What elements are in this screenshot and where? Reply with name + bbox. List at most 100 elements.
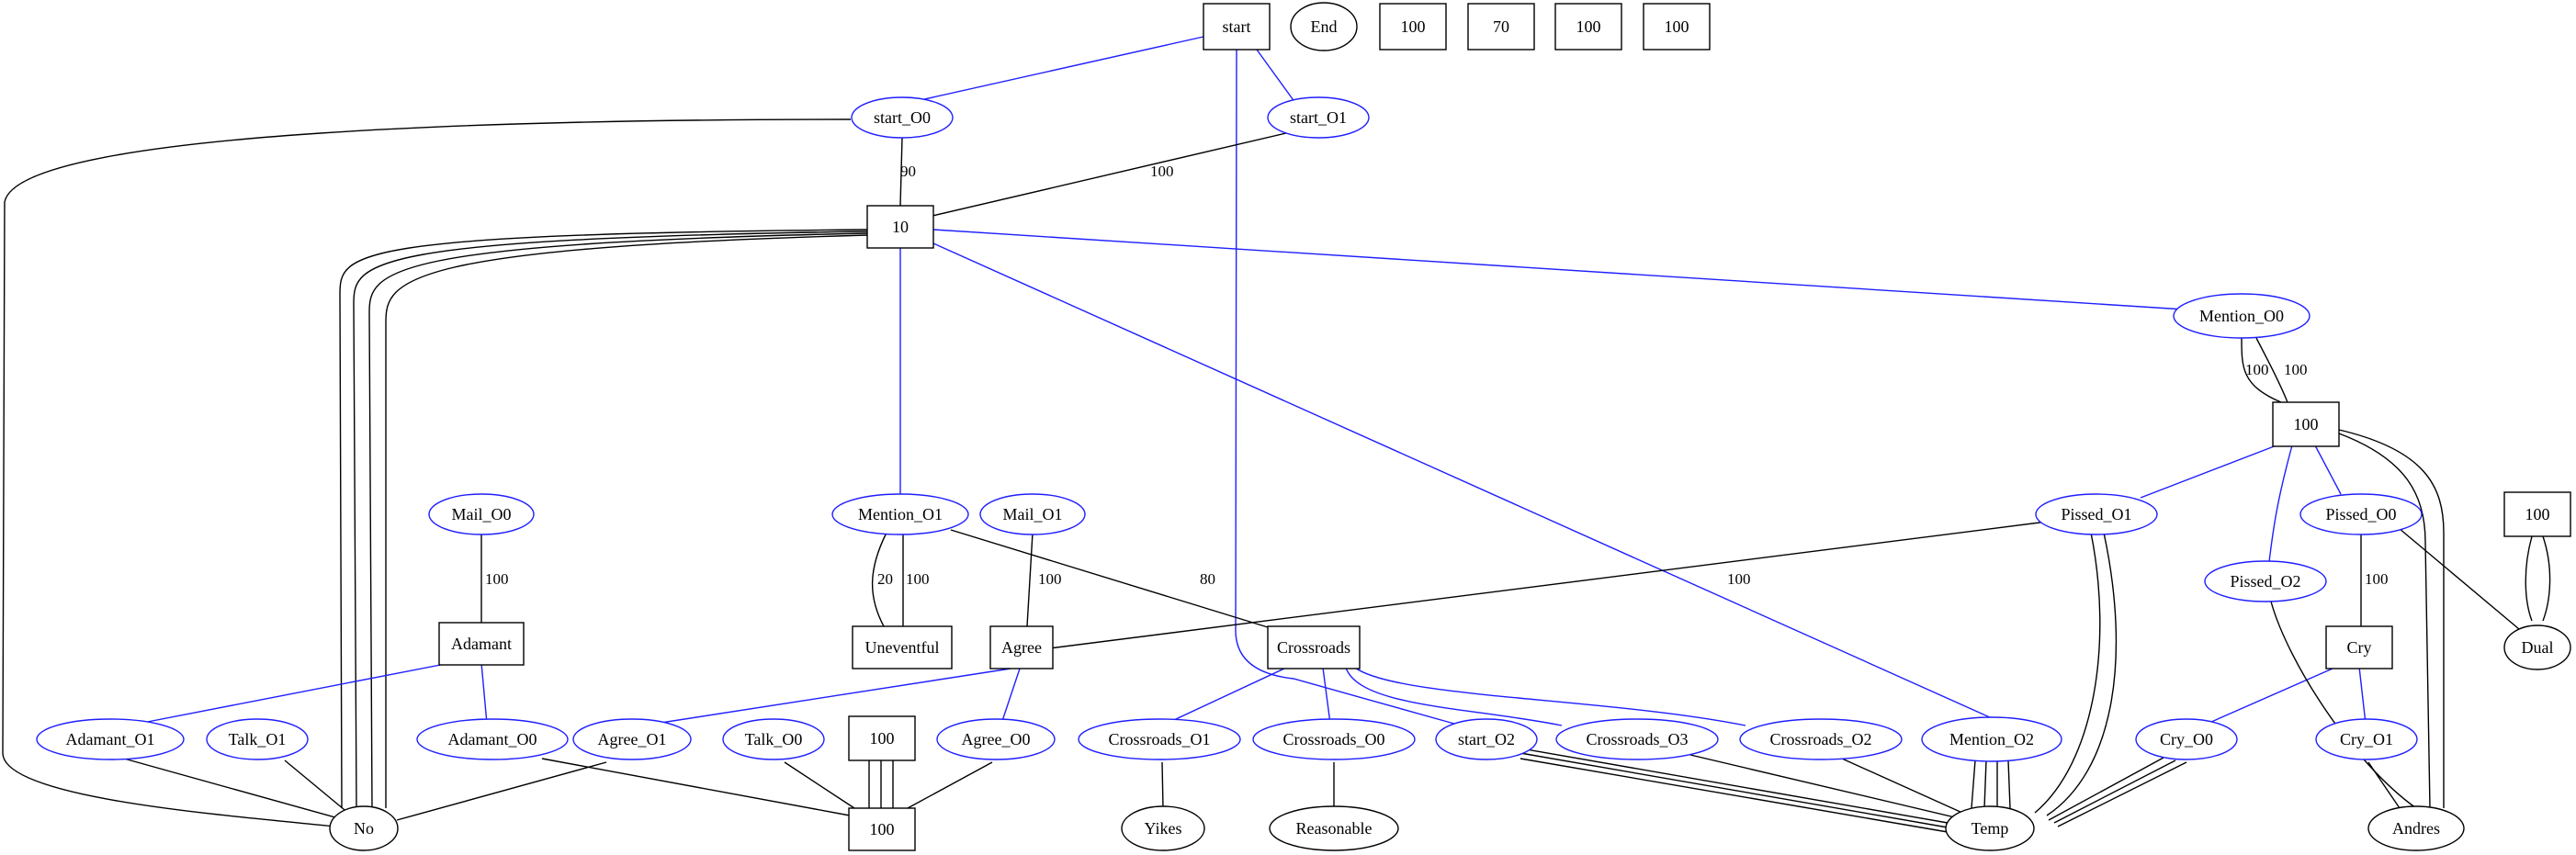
- node-100b-label: 100: [1576, 17, 1601, 36]
- node-adamant-O1-label: Adamant_O1: [66, 730, 155, 748]
- edges: [2, 36, 2551, 833]
- node-no: No: [329, 805, 399, 851]
- node-andres-label: Andres: [2392, 819, 2440, 838]
- edge-label-pissed-O1-agree: 100: [1727, 570, 1751, 588]
- node-adamant-O0: Adamant_O0: [416, 718, 569, 760]
- edge-crossroads-O2-temp: [1841, 758, 1963, 814]
- edge-mention-O2-temp-1: [1971, 759, 1976, 809]
- node-agree: Agree: [989, 625, 1054, 669]
- edge-pissed-O1-temp-1: [2034, 532, 2101, 814]
- edge-start-O0-no: [2, 118, 852, 827]
- node-adamant: Adamant: [438, 622, 525, 666]
- node-mention-O1-label: Mention_O1: [858, 505, 943, 523]
- edge-mail-O1-agree: [1026, 532, 1034, 627]
- edge-100-pissed-O0: [2314, 444, 2342, 495]
- node-yikes: Yikes: [1121, 805, 1205, 851]
- edge-crossroads-O3-temp: [1689, 754, 1956, 818]
- edge-crossroads-crossroads-O1: [1161, 667, 1287, 726]
- edge-100r-dual-2: [2542, 535, 2551, 622]
- edge-100-andres-2: [2338, 433, 2431, 809]
- node-crossroads-O1: Crossroads_O1: [1078, 718, 1241, 760]
- node-100m: 100: [2272, 401, 2340, 447]
- edge-crossroads-crossroads-O3: [1345, 667, 1563, 726]
- edge-adamant-adamant-O0: [480, 662, 488, 725]
- node-100c-label: 100: [1665, 17, 1689, 36]
- edge-agree-O1-no: [396, 761, 607, 821]
- edge-start-O2-temp-2: [1520, 752, 1949, 828]
- node-reasonable-label: Reasonable: [1296, 819, 1373, 838]
- node-cry: Cry: [2325, 625, 2393, 669]
- node-100a: 100: [1379, 3, 1447, 51]
- node-pissed-O0: Pissed_O0: [2299, 493, 2423, 535]
- edge-pissed-O2-andres: [2270, 601, 2417, 809]
- edge-agree-agree-O1: [642, 668, 1011, 726]
- edge-label-mention-O1-crossroads: 80: [1200, 570, 1215, 588]
- node-agree-O0-label: Agree_O0: [962, 730, 1031, 748]
- edge-label-mention-O1-uneventful-b: 100: [906, 570, 930, 588]
- node-reasonable: Reasonable: [1269, 805, 1399, 851]
- node-crossroads-label: Crossroads: [1277, 638, 1350, 657]
- node-crossroads-O3-label: Crossroads_O3: [1587, 730, 1689, 748]
- node-talk-O0-label: Talk_O0: [745, 730, 803, 748]
- node-agree-O0: Agree_O0: [936, 718, 1056, 760]
- node-start-label: start: [1223, 17, 1251, 36]
- edge-100-pissed-O2: [2268, 444, 2293, 563]
- node-start-O2: start_O2: [1435, 718, 1538, 760]
- edge-mention-O0-100-b: [2255, 337, 2288, 403]
- node-start-O0: start_O0: [851, 96, 954, 139]
- node-adamant-O1: Adamant_O1: [36, 718, 185, 760]
- node-mention-O0: Mention_O0: [2173, 293, 2310, 339]
- node-agree-label: Agree: [1001, 638, 1042, 657]
- edge-pissed-O0-dual: [2392, 523, 2520, 630]
- edge-100r-dual-1: [2525, 535, 2533, 622]
- node-100a-label: 100: [1401, 17, 1426, 36]
- node-uneventful: Uneventful: [852, 625, 953, 669]
- edge-start-O2-temp-3: [1520, 758, 1949, 833]
- edge-cry-O0-temp-2: [2053, 759, 2176, 824]
- edge-label-mail-O1-agree: 100: [1038, 570, 1062, 588]
- edge-adamant-O0-100: [541, 758, 851, 816]
- node-100t: 100: [848, 715, 916, 761]
- node-100m-label: 100: [2294, 415, 2319, 433]
- node-100r: 100: [2503, 491, 2571, 537]
- node-andres: Andres: [2367, 805, 2465, 851]
- edge-agree-agree-O0: [1000, 668, 1021, 725]
- node-mail-O0-label: Mail_O0: [452, 505, 512, 523]
- edge-talk-O0-100: [784, 761, 855, 809]
- node-talk-O1: Talk_O1: [206, 718, 309, 760]
- edge-cry-O0-temp-1: [2048, 757, 2164, 821]
- node-10: 10: [866, 205, 934, 249]
- node-mail-O0: Mail_O0: [428, 493, 535, 535]
- node-pissed-O1: Pissed_O1: [2035, 493, 2158, 535]
- edge-adamant-O1-no: [123, 758, 343, 820]
- node-crossroads: Crossroads: [1267, 625, 1361, 669]
- node-adamant-O0-label: Adamant_O0: [448, 730, 537, 748]
- node-no-label: No: [354, 819, 374, 838]
- edge-start-O1-10: [932, 132, 1287, 217]
- node-pissed-O2: Pissed_O2: [2204, 560, 2327, 602]
- edge-crossroads-O1-yikes: [1161, 761, 1164, 809]
- edge-mention-O0-100-a: [2241, 337, 2282, 403]
- edge-10-mention-O0: [932, 229, 2186, 310]
- edge-label-mention-O0-100-b: 100: [2284, 361, 2308, 378]
- edge-10-mention-O2: [932, 242, 1993, 719]
- node-cry-O0: Cry_O0: [2135, 718, 2238, 760]
- node-talk-O1-label: Talk_O1: [229, 730, 287, 748]
- node-agree-O1-label: Agree_O1: [598, 730, 667, 748]
- node-pissed-O0-label: Pissed_O0: [2325, 505, 2396, 523]
- node-end: End: [1290, 2, 1358, 51]
- edge-start-start-O1: [1256, 49, 1296, 104]
- node-100-bottom: 100: [848, 807, 916, 851]
- edge-adamant-adamant-O1: [128, 660, 460, 726]
- edge-talk-O1-no: [284, 759, 350, 815]
- node-cry-label: Cry: [2347, 638, 2372, 657]
- edge-mention-O2-temp-4: [2007, 759, 2011, 809]
- node-start-O2-label: start_O2: [1458, 730, 1515, 748]
- node-mention-O2: Mention_O2: [1921, 716, 2062, 762]
- node-start-O0-label: start_O0: [874, 108, 931, 127]
- node-mention-O0-label: Mention_O0: [2199, 307, 2284, 325]
- edge-mention-O1-uneventful-a: [871, 532, 887, 627]
- node-100-bottom-label: 100: [870, 820, 895, 838]
- node-crossroads-O3: Crossroads_O3: [1555, 718, 1719, 760]
- edge-mention-O2-temp-2: [1983, 759, 1987, 809]
